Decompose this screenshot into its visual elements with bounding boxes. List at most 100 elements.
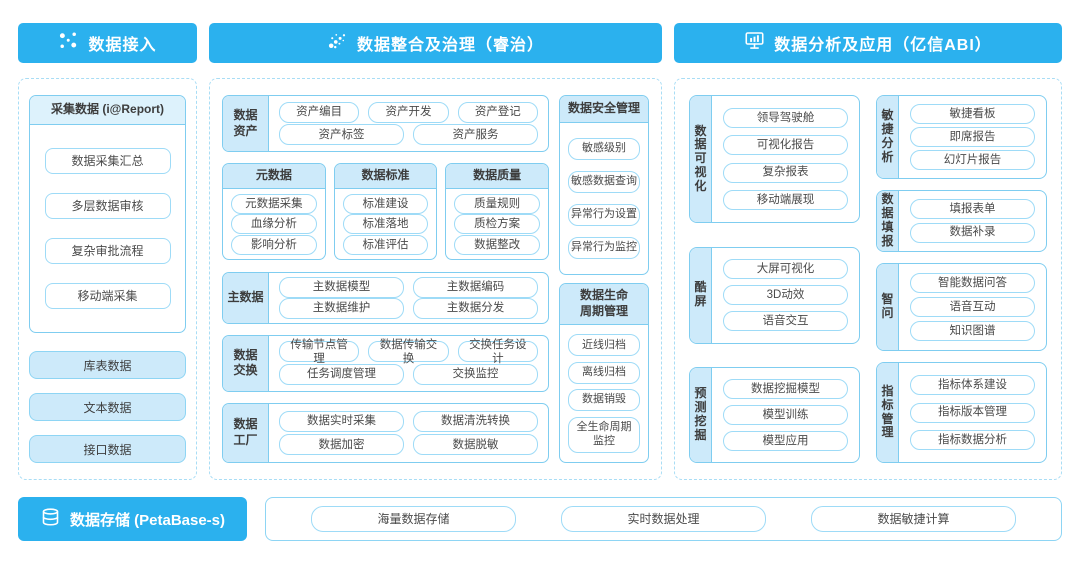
feature-chip: 复杂审批流程 — [44, 238, 171, 264]
group-data-exchange: 数据 交换 传输节点管理 数据传输交换 交换任务设计 任务调度管理 交换监控 — [222, 334, 549, 392]
group-master-data: 主数据 主数据模型 主数据编码 主数据维护 主数据分发 — [222, 271, 549, 324]
chip-row: 数据实时采集 数据清洗转换 — [279, 410, 538, 432]
column-data-access: 数据接入 采集数据 (i@Report) 数据采集汇总 多层数据审核 复杂审批流… — [18, 23, 197, 480]
group-body: 指标体系建设 指标版本管理 指标数据分析 — [899, 363, 1046, 462]
feature-chip: 语音互动 — [910, 297, 1035, 317]
column-title: 数据接入 — [88, 37, 157, 54]
feature-chip: 异常行为监控 — [568, 237, 640, 259]
feature-chip: 主数据模型 — [279, 276, 404, 298]
group-body: 资产编目 资产开发 资产登记 资产标签 资产服务 — [269, 96, 548, 151]
top-columns: 数据接入 采集数据 (i@Report) 数据采集汇总 多层数据审核 复杂审批流… — [18, 23, 1062, 480]
feature-chip: 数据加密 — [279, 434, 404, 456]
feature-chip: 指标体系建设 — [910, 375, 1035, 396]
feature-chip: 可视化报告 — [723, 135, 848, 156]
group-data-quality: 数据质量 质量规则 质检方案 数据整改 — [445, 163, 550, 261]
column-data-governance: 数据整合及治理（睿治） 数据 资产 资产编目 资产开发 资产登记 — [209, 23, 662, 480]
group-body: 质量规则 质检方案 数据整改 — [446, 189, 548, 259]
group-title: 数据安全管理 — [560, 96, 648, 123]
chip-row: 资产标签 资产服务 — [279, 124, 538, 146]
feature-chip: 数据整改 — [454, 234, 541, 255]
feature-chip: 敏捷看板 — [910, 104, 1035, 124]
group-label: 敏捷分析 — [877, 96, 899, 178]
feature-chip: 数据实时采集 — [279, 410, 404, 432]
data-analysis-panel: 数据可视化 领导驾驶舱 可视化报告 复杂报表 移动端展现 酷屏 大屏可视化 3D… — [674, 78, 1062, 480]
chip-row: 数据加密 数据脱敏 — [279, 434, 538, 456]
group-title: 数据质量 — [446, 164, 549, 190]
column-title: 数据整合及治理（睿治） — [356, 37, 544, 54]
feature-chip: 大屏可视化 — [723, 258, 848, 279]
feature-chip: 资产登记 — [457, 101, 538, 123]
group-body: 传输节点管理 数据传输交换 交换任务设计 任务调度管理 交换监控 — [269, 336, 548, 391]
feature-chip: 即席报告 — [910, 127, 1035, 147]
group-body: 大屏可视化 3D动效 语音交互 — [712, 248, 859, 343]
group-data-standard: 数据标准 标准建设 标准落地 标准评估 — [333, 163, 438, 261]
data-source-stack: 库表数据 文本数据 接口数据 — [29, 351, 186, 463]
feature-chip: 标准评估 — [342, 234, 429, 255]
feature-chip: 数据清洗转换 — [413, 410, 538, 432]
feature-chip: 主数据维护 — [279, 297, 404, 319]
data-source-item: 文本数据 — [29, 393, 186, 421]
group-label: 数据填报 — [877, 191, 899, 251]
feature-chip: 传输节点管理 — [279, 339, 360, 365]
group-smart-ask: 智问 智能数据问答 语音互动 知识图谱 — [876, 263, 1047, 351]
feature-chip: 资产编目 — [279, 101, 360, 123]
chip-row: 主数据模型 主数据编码 — [279, 276, 538, 298]
feature-chip: 交换任务设计 — [457, 339, 538, 365]
group-agile-analysis: 敏捷分析 敏捷看板 即席报告 幻灯片报告 — [876, 95, 1047, 179]
feature-chip: 多层数据审核 — [44, 193, 171, 219]
group-label: 预测挖掘 — [690, 368, 712, 462]
feature-chip: 海量数据存储 — [311, 506, 516, 532]
feature-chip: 指标数据分析 — [910, 429, 1035, 450]
feature-chip: 领导驾驶舱 — [723, 108, 848, 129]
feature-chip: 资产标签 — [279, 124, 404, 146]
feature-chip: 异常行为设置 — [568, 204, 640, 226]
feature-chip: 移动端展现 — [723, 189, 848, 210]
feature-chip: 标准落地 — [342, 214, 429, 235]
chip-row: 传输节点管理 数据传输交换 交换任务设计 — [279, 339, 538, 365]
feature-chip: 影响分析 — [231, 234, 317, 255]
group-body: 智能数据问答 语音互动 知识图谱 — [899, 264, 1046, 350]
governance-right-stack: 数据安全管理 敏感级别 敏感数据查询 异常行为设置 异常行为监控 数据生命 周期… — [559, 95, 649, 463]
data-source-item: 库表数据 — [29, 351, 186, 379]
column-header-data-governance: 数据整合及治理（睿治） — [209, 23, 662, 63]
group-cool-screen: 酷屏 大屏可视化 3D动效 语音交互 — [689, 246, 860, 344]
feature-chip: 主数据编码 — [413, 276, 538, 298]
feature-chip: 模型应用 — [723, 431, 848, 451]
feature-chip: 元数据采集 — [231, 193, 317, 214]
feature-chip: 3D动效 — [723, 285, 848, 305]
group-data-factory: 数据 工厂 数据实时采集 数据清洗转换 数据加密 数据脱敏 — [222, 403, 549, 463]
group-title: 元数据 — [223, 164, 325, 190]
group-label: 酷屏 — [690, 247, 712, 343]
feature-chip: 数据挖掘模型 — [723, 379, 848, 399]
feature-chip: 标准建设 — [342, 193, 429, 214]
group-label: 数据 工厂 — [223, 404, 269, 462]
governance-left-stack: 数据 资产 资产编目 资产开发 资产登记 资产标签 资产服务 — [222, 95, 550, 463]
group-metric-management: 指标管理 指标体系建设 指标版本管理 指标数据分析 — [876, 362, 1047, 463]
feature-chip: 复杂报表 — [723, 162, 848, 183]
storage-title: 数据存储 (PetaBase-s) — [69, 511, 226, 529]
monitor-chart-icon — [744, 30, 765, 56]
group-label: 智问 — [877, 264, 899, 350]
feature-chip: 数据敏捷计算 — [811, 506, 1016, 532]
chip-row: 主数据维护 主数据分发 — [279, 297, 538, 319]
group-body: 标准建设 标准落地 标准评估 — [335, 189, 437, 259]
feature-chip: 离线归档 — [568, 361, 640, 384]
feature-chip: 知识图谱 — [910, 321, 1035, 341]
feature-chip: 血缘分析 — [231, 214, 317, 235]
analysis-left-stack: 数据可视化 领导驾驶舱 可视化报告 复杂报表 移动端展现 酷屏 大屏可视化 3D… — [689, 95, 860, 463]
group-body: 填报表单 数据补录 — [899, 191, 1046, 251]
group-body: 元数据采集 血缘分析 影响分析 — [223, 189, 325, 259]
group-title: 数据生命 周期管理 — [560, 284, 648, 325]
feature-chip: 数据采集汇总 — [44, 148, 171, 174]
data-access-panel: 采集数据 (i@Report) 数据采集汇总 多层数据审核 复杂审批流程 移动端… — [18, 78, 197, 480]
group-data-lifecycle: 数据生命 周期管理 近线归档 离线归档 数据销毁 全生命周期 监控 — [559, 283, 649, 463]
database-icon — [40, 507, 61, 532]
group-data-reporting: 数据填报 填报表单 数据补录 — [876, 190, 1047, 252]
feature-chip: 质检方案 — [454, 214, 541, 235]
group-title: 数据标准 — [334, 164, 437, 190]
feature-chip: 全生命周期 监控 — [568, 416, 640, 453]
feature-chip: 幻灯片报告 — [910, 150, 1035, 170]
group-body: 数据实时采集 数据清洗转换 数据加密 数据脱敏 — [269, 404, 548, 462]
network-dots-icon — [58, 30, 79, 56]
